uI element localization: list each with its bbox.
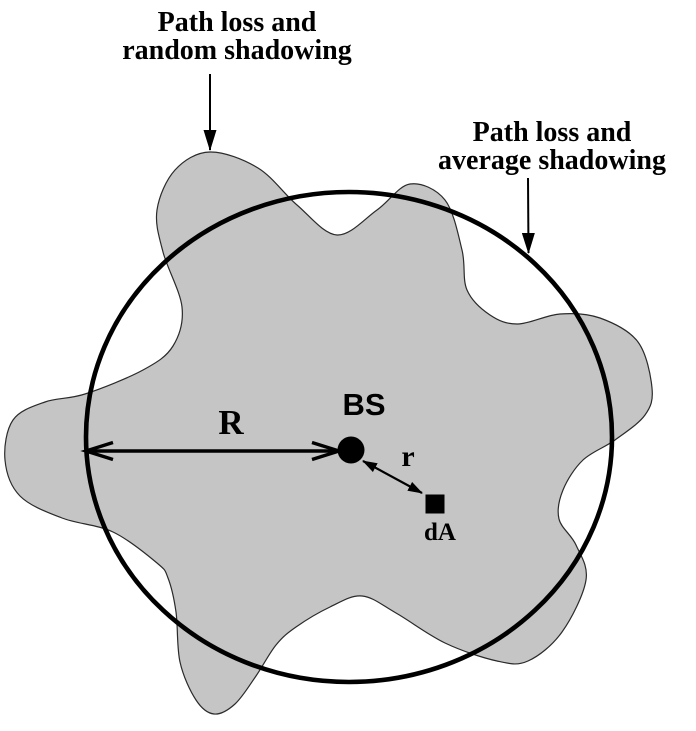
base-station-dot: [337, 436, 365, 464]
distance-arrow: [362, 460, 423, 494]
radius-label: R: [218, 403, 244, 442]
average-label-arrow: [521, 177, 535, 254]
area-element-label: dA: [424, 519, 456, 546]
distance-label: r: [401, 440, 414, 473]
area-element-square: [425, 494, 445, 514]
random-shadowing-label-line1: Path loss and: [158, 7, 317, 38]
average-shadowing-circle: [83, 189, 615, 685]
base-station-label: BS: [342, 387, 385, 422]
average-shadowing-label-line1: Path loss and: [473, 117, 632, 148]
random-shadowing-label-line2: random shadowing: [122, 35, 352, 66]
random-shadowing-region: [4, 151, 653, 715]
average-shadowing-label-line2: average shadowing: [438, 145, 666, 176]
